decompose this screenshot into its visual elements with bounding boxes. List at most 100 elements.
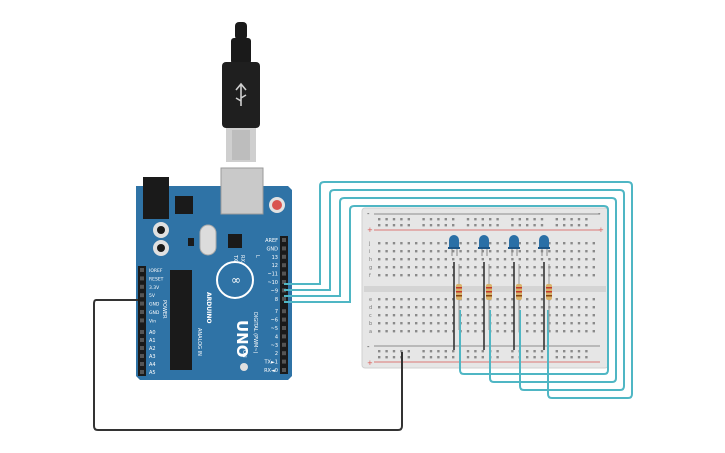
reset-button[interactable]	[272, 200, 282, 210]
digital-pin-socket	[282, 326, 286, 330]
terminal-hole	[415, 314, 418, 317]
terminal-hole	[422, 298, 425, 301]
terminal-hole	[489, 274, 492, 277]
terminal-hole	[444, 322, 447, 325]
terminal-hole	[570, 322, 573, 325]
rail-plus-label: +	[367, 226, 373, 234]
ground-wire[interactable]	[93, 299, 403, 431]
rail-hole	[570, 218, 573, 221]
analog-pin-socket	[140, 362, 144, 366]
terminal-hole	[592, 298, 595, 301]
analog-pin-socket	[140, 370, 144, 374]
rail-hole	[563, 224, 566, 227]
signal-wire-pin-11[interactable]	[284, 181, 633, 399]
digital-pin-socket	[282, 309, 286, 314]
terminal-hole	[437, 298, 440, 301]
digital-pin-socket	[282, 351, 286, 356]
terminal-hole	[563, 250, 566, 253]
rail-hole	[511, 356, 514, 359]
digital-pin-label: ~10	[267, 280, 278, 286]
terminal-hole	[437, 266, 440, 269]
digital-pin-label: TX►1	[263, 360, 278, 366]
terminal-hole	[548, 250, 551, 253]
resistor-2	[486, 264, 492, 330]
rail-hole	[481, 224, 484, 227]
row-letter: j	[368, 241, 370, 247]
led-4	[538, 235, 550, 256]
rail-hole	[577, 356, 581, 359]
rail-hole	[533, 224, 536, 227]
terminal-hole	[385, 322, 388, 325]
terminal-hole	[518, 242, 521, 245]
rail-hole	[444, 218, 447, 221]
terminal-hole	[592, 242, 595, 245]
led-resistor-array	[448, 235, 552, 350]
terminal-hole	[466, 242, 470, 245]
terminal-hole	[415, 266, 418, 269]
terminal-hole	[385, 274, 388, 277]
rail-hole	[378, 350, 381, 353]
terminal-hole	[540, 274, 544, 277]
rail-hole	[429, 224, 433, 227]
signal-wire-pin-10[interactable]	[284, 189, 625, 391]
board-mount-hole	[240, 363, 248, 371]
terminal-hole	[444, 314, 447, 317]
board-model-label: UNO	[233, 320, 251, 358]
terminal-hole	[474, 306, 477, 309]
rail-hole	[385, 218, 388, 221]
terminal-hole	[489, 306, 492, 309]
terminal-hole	[481, 266, 484, 269]
crystal	[199, 224, 217, 256]
terminal-hole	[511, 314, 514, 317]
rail-hole	[511, 350, 514, 353]
terminal-hole	[378, 322, 381, 325]
atmega-chip	[170, 270, 192, 370]
row-letter: d	[369, 305, 372, 311]
arduino-board: ∞ UNO ARDUINO DIGITAL (PWM~) POWER ANALO…	[136, 167, 292, 380]
digital-pin-socket	[282, 342, 286, 347]
terminal-hole	[540, 322, 544, 325]
terminal-hole	[378, 274, 381, 277]
terminal-hole	[563, 314, 566, 317]
terminal-hole	[577, 274, 581, 277]
terminal-hole	[474, 298, 477, 301]
signal-wire-pin-9[interactable]	[284, 197, 617, 383]
terminal-hole	[474, 242, 477, 245]
signal-wire-pin-8[interactable]	[284, 205, 609, 375]
rail-hole	[570, 224, 573, 227]
rail-hole	[526, 350, 529, 353]
digital-pin-socket	[282, 238, 286, 242]
usb-cable-strain-relief	[235, 22, 247, 40]
terminal-hole	[489, 266, 492, 269]
resistor-3	[516, 264, 522, 330]
led-rim	[538, 247, 550, 249]
terminal-hole	[400, 330, 403, 333]
rail-hole	[437, 350, 440, 353]
terminal-hole	[555, 242, 558, 245]
row-letter: b	[369, 321, 372, 327]
power-pin-socket	[140, 310, 144, 314]
terminal-hole	[526, 306, 529, 309]
terminal-hole	[496, 306, 499, 309]
digital-header-strip	[280, 236, 288, 374]
terminal-hole	[422, 274, 425, 277]
rail-hole	[400, 224, 403, 227]
terminal-hole	[511, 306, 514, 309]
terminal-hole	[503, 306, 507, 309]
terminal-hole	[570, 306, 573, 309]
terminal-hole	[503, 266, 507, 269]
analog-pin-label: A2	[149, 346, 156, 352]
rail-hole	[444, 356, 447, 359]
on-led-label: ON	[241, 350, 247, 358]
led-rim	[508, 247, 520, 249]
rail-hole	[392, 224, 396, 227]
terminal-hole	[437, 322, 440, 325]
terminal-hole	[444, 298, 447, 301]
rail-hole	[540, 224, 544, 227]
terminal-hole	[429, 298, 433, 301]
terminal-hole	[407, 298, 410, 301]
terminal-hole	[392, 322, 396, 325]
rail-hole	[452, 350, 455, 353]
rail-hole	[474, 350, 477, 353]
l-led-label: L	[254, 255, 260, 258]
